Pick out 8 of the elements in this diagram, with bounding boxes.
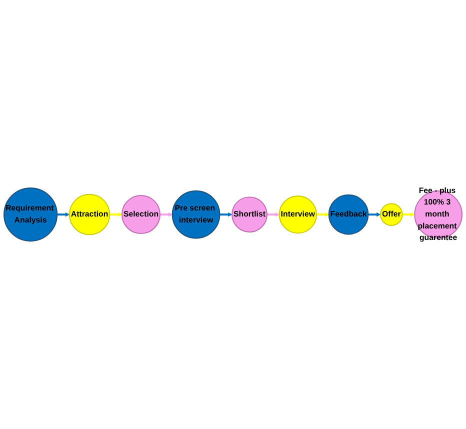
arrow [160,212,173,217]
arrow [316,212,330,217]
arrow [220,212,232,217]
arrow [110,212,122,217]
arrow [368,212,381,217]
arrow [402,212,415,217]
arrow [57,212,70,217]
arrow [267,212,280,217]
